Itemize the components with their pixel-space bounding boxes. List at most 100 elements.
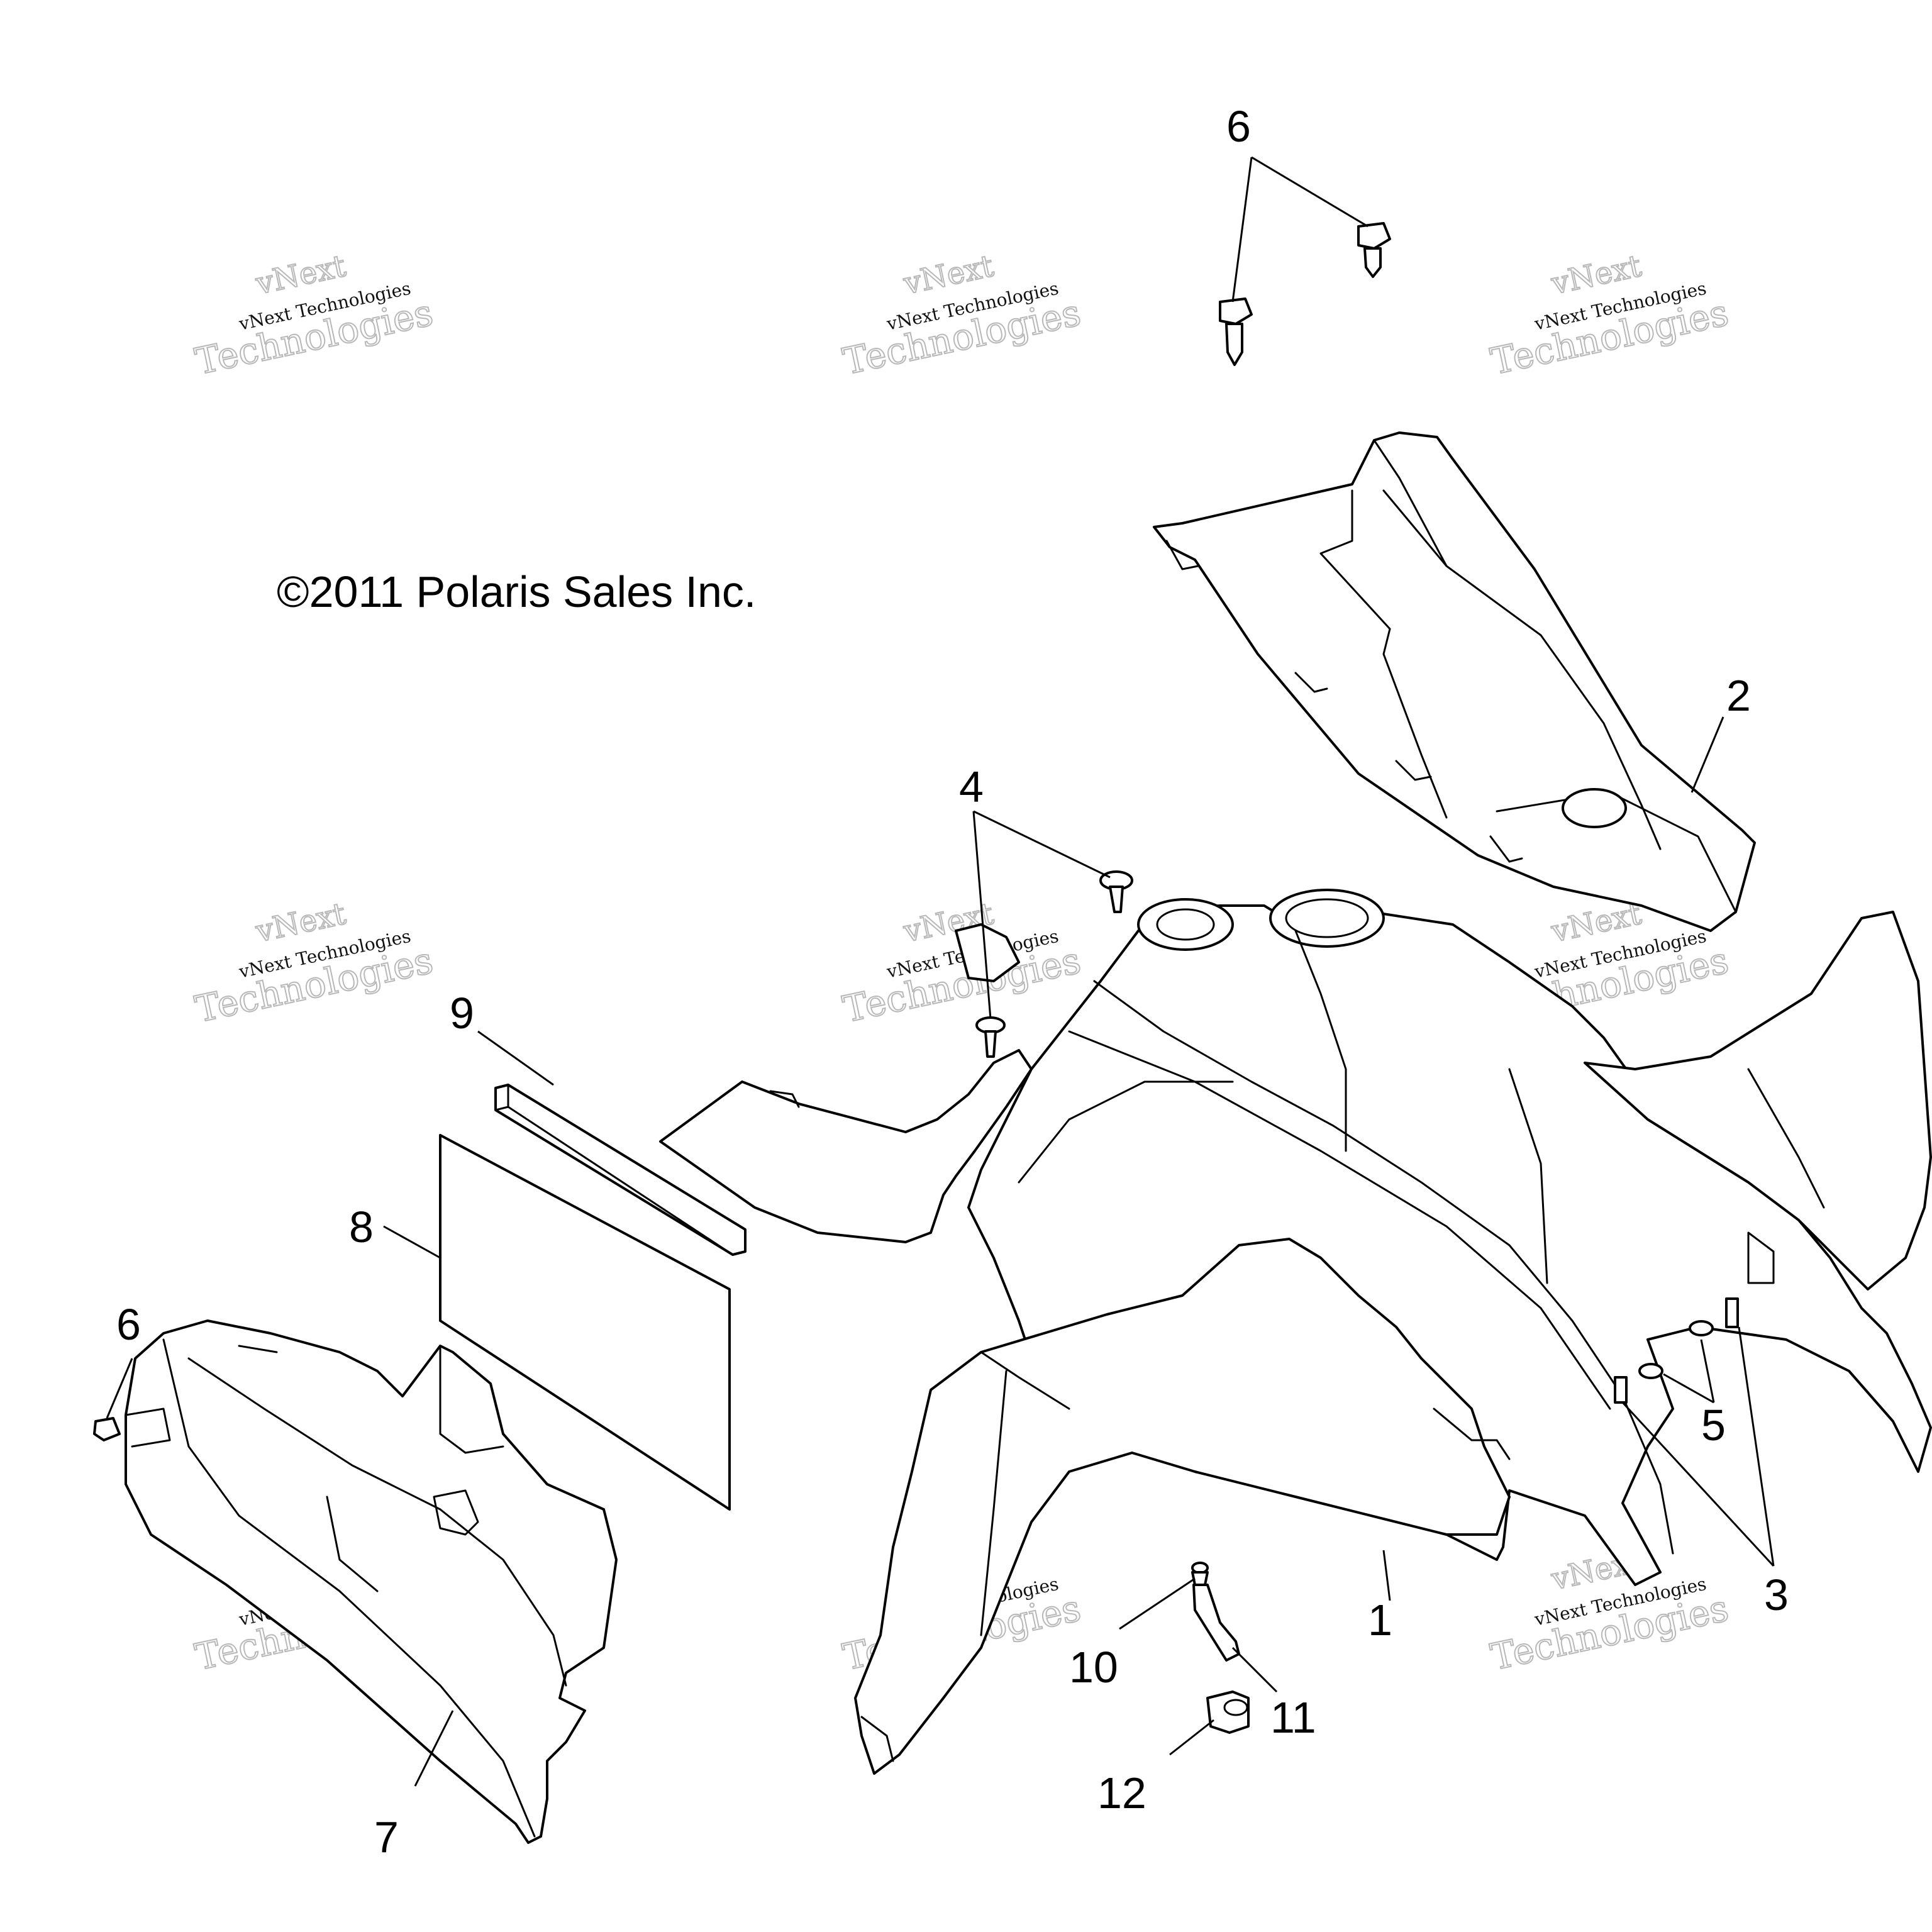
part-11-hose: [1192, 1584, 1240, 1662]
screw-head: [1219, 297, 1253, 325]
leader-lines: [106, 156, 1775, 1787]
fastener-4-a: [1099, 870, 1133, 913]
hose-body: [1192, 1584, 1240, 1662]
fender-main-crease: [1093, 980, 1674, 1555]
side-panel-outline: [125, 1319, 618, 1844]
leader-6-top-b: [1231, 157, 1253, 303]
top-cover-ridge: [1319, 489, 1448, 819]
leader-10: [1119, 1577, 1196, 1630]
leader-3-b: [1621, 1401, 1775, 1567]
fender-vent: [1433, 1407, 1511, 1460]
leader-2: [1690, 716, 1724, 793]
clip-3-a: [1725, 1297, 1739, 1328]
screw-shank: [1225, 323, 1243, 366]
screw-shank: [984, 1030, 997, 1058]
fender-opening-right-inner: [1285, 898, 1369, 938]
callouts: 6 2 4 9 8 6 1 5 3 10 11 12 7: [116, 102, 1789, 1862]
leader-4-a: [973, 810, 1111, 879]
callout-9: 9: [450, 989, 474, 1038]
screw-head: [93, 1417, 121, 1441]
part-1-front-fender: [659, 889, 1932, 1775]
callout-11: 11: [1270, 1693, 1316, 1742]
foam-strip-edge: [494, 1084, 734, 1256]
leader-4-b: [972, 811, 992, 1019]
fender-arm-crease: [1018, 1080, 1234, 1184]
part-2-top-cover: [1153, 431, 1756, 932]
side-panel-latch: [433, 1489, 479, 1536]
callout-3: 3: [1764, 1570, 1789, 1619]
top-cover-clip-4: [1489, 835, 1523, 863]
leader-8: [383, 1225, 441, 1259]
leader-11: [1231, 1646, 1278, 1693]
callout-7: 7: [374, 1813, 399, 1862]
fender-well-edge: [980, 1351, 1070, 1410]
top-cover-hole: [1562, 788, 1627, 828]
fastener-5-a: [1689, 1320, 1714, 1336]
copyright-text: ©2011 Polaris Sales Inc.: [277, 567, 756, 616]
fender-opening-left-inner: [1156, 908, 1215, 941]
fender-tank-side: [1508, 1068, 1548, 1284]
callout-8: 8: [349, 1202, 374, 1252]
callout-4: 4: [959, 762, 984, 811]
side-panel-crease-inner: [187, 1357, 567, 1687]
fender-wing-crease: [1747, 1068, 1825, 1209]
fender-flap-edge: [860, 1716, 894, 1762]
leader-9: [477, 1030, 554, 1086]
leader-7: [414, 1710, 454, 1787]
callout-5: 5: [1701, 1401, 1726, 1450]
top-cover-clip-2: [1294, 672, 1328, 693]
leader-5-b: [1663, 1373, 1714, 1404]
top-cover-clip-1: [1165, 540, 1199, 570]
fastener-6-top-a: [1357, 222, 1391, 278]
callout-6-top: 6: [1226, 102, 1251, 151]
watermark-top-right: vNext vNext Technologies Technologies: [1487, 248, 1733, 384]
top-cover-channel: [1382, 489, 1662, 850]
fender-well-inner: [980, 1370, 1008, 1636]
fender-left-clip: [769, 1090, 800, 1108]
fender-bracket-tab: [955, 923, 1020, 982]
clip-body: [1725, 1297, 1739, 1328]
watermark-mid-left: vNext vNext Technologies Technologies: [191, 896, 438, 1031]
leader-12: [1169, 1719, 1214, 1756]
side-panel-pocket: [439, 1345, 504, 1454]
screw-head: [1357, 222, 1391, 250]
top-cover-clip-3: [1395, 760, 1432, 781]
fender-opening-left: [1137, 898, 1234, 951]
top-cover-front-edge: [1373, 439, 1448, 567]
watermark-mid-center: vNext vNext Technologies Technologies: [839, 896, 1085, 1031]
leader-1: [1382, 1550, 1391, 1601]
screw-shank: [1363, 247, 1382, 278]
watermark-top-left: vNext vNext Technologies Technologies: [191, 248, 438, 384]
top-cover-rear-edge: [1496, 791, 1737, 913]
part-9-foam-strip: [494, 1084, 747, 1256]
screw-shank: [1109, 886, 1124, 913]
screw-head: [1689, 1320, 1714, 1336]
callout-6-left: 6: [116, 1300, 141, 1349]
callout-1: 1: [1368, 1596, 1392, 1645]
clip-body: [1614, 1376, 1628, 1404]
fastener-6-left: [93, 1417, 121, 1441]
fastener-6-top-b: [1219, 297, 1253, 366]
side-panel-crease-outer: [162, 1338, 536, 1838]
side-panel-center-line: [326, 1496, 379, 1592]
callout-10: 10: [1069, 1643, 1118, 1692]
callout-12: 12: [1097, 1768, 1146, 1818]
side-panel-tab: [125, 1407, 171, 1448]
part-10-fitting: [1191, 1562, 1209, 1586]
leader-6-left: [106, 1358, 133, 1419]
fender-right-wing: [1584, 911, 1932, 1291]
part-7-side-panel: [125, 1319, 618, 1844]
fastener-4-b: [975, 1016, 1006, 1058]
screw-head: [1638, 1363, 1663, 1379]
fender-left-arm: [659, 1049, 1033, 1243]
top-cover-outline: [1153, 431, 1756, 932]
fender-wheel-well: [854, 1238, 1511, 1775]
side-panel-slot: [238, 1345, 278, 1353]
watermark-bottom-right: vNext vNext Technologies Technologies: [1487, 1543, 1733, 1679]
leader-6-top-a: [1251, 156, 1368, 228]
clip-3-b: [1614, 1376, 1628, 1404]
clamp-ring: [1223, 1699, 1248, 1716]
watermark-top-center: vNext vNext Technologies Technologies: [839, 248, 1085, 384]
leader-3-a: [1738, 1326, 1775, 1567]
